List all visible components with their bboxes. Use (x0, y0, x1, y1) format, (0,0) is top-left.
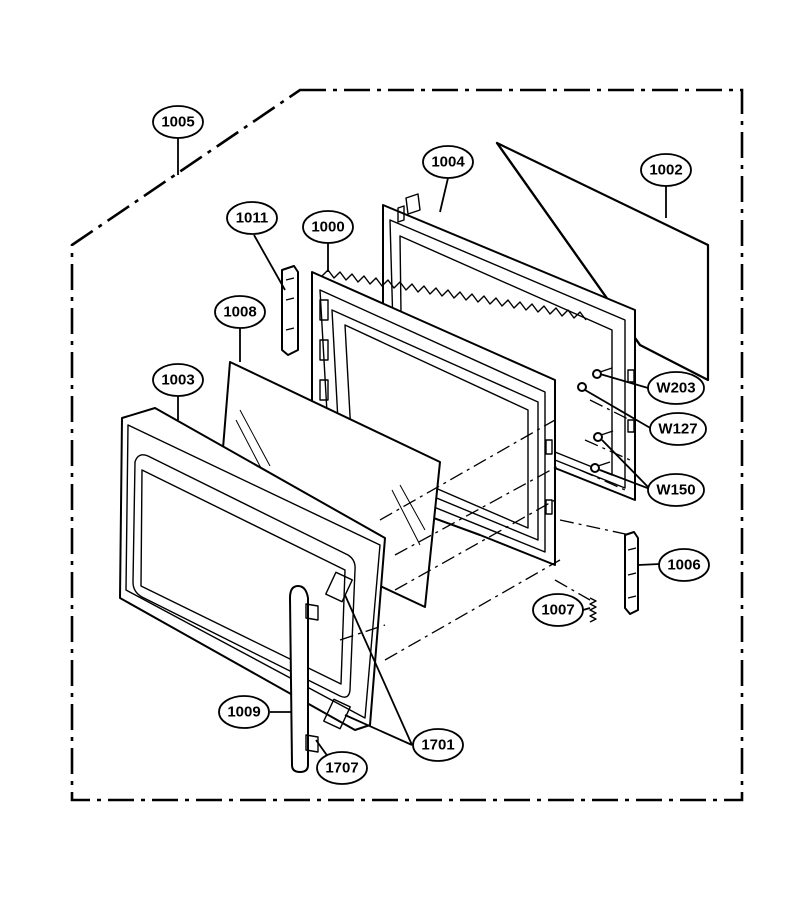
callout-1707: 1707 (316, 751, 368, 785)
callout-1009-label: 1009 (227, 704, 260, 721)
callout-W127-label: W127 (658, 421, 697, 438)
callout-1011: 1011 (226, 201, 278, 235)
callout-1000: 1000 (302, 210, 354, 244)
callout-W203: W203 (647, 371, 705, 405)
callout-1002-label: 1002 (649, 162, 682, 179)
part-1011-latch-bracket (281, 265, 299, 356)
callout-1007-label: 1007 (541, 602, 574, 619)
callout-W150: W150 (647, 473, 705, 507)
callout-1006: 1006 (658, 548, 710, 582)
assembly-boundary (70, 88, 744, 802)
callout-1006-label: 1006 (667, 557, 700, 574)
callout-1005-label: 1005 (161, 114, 194, 131)
callout-1003-label: 1003 (161, 372, 194, 389)
callout-1009: 1009 (218, 695, 270, 729)
part-1007-spring (589, 597, 597, 623)
callout-1004-label: 1004 (431, 154, 465, 171)
callout-1011-label: 1011 (236, 210, 269, 227)
part-1003-door-front (119, 407, 386, 731)
callout-1003: 1003 (152, 363, 204, 397)
callout-W150-label: W150 (656, 482, 695, 499)
callout-1004: 1004 (422, 145, 474, 179)
screws-w203-w127-w150 (577, 367, 614, 473)
callout-1707-label: 1707 (325, 760, 358, 777)
part-1006-latch-lever (624, 531, 639, 615)
callout-1701: 1701 (412, 728, 464, 762)
part-1009-door-handle (289, 585, 319, 773)
callout-W203-label: W203 (656, 380, 695, 397)
callout-1007: 1007 (532, 593, 584, 627)
assembly-guide-lines (339, 399, 631, 661)
callout-1008: 1008 (214, 295, 266, 329)
callout-1008-label: 1008 (223, 304, 256, 321)
callout-1701-label: 1701 (421, 737, 454, 754)
callout-1005: 1005 (152, 105, 204, 139)
callout-W127: W127 (649, 412, 707, 446)
callout-1002: 1002 (640, 153, 692, 187)
leader-lines (177, 138, 667, 769)
callout-1000-label: 1000 (311, 219, 344, 236)
